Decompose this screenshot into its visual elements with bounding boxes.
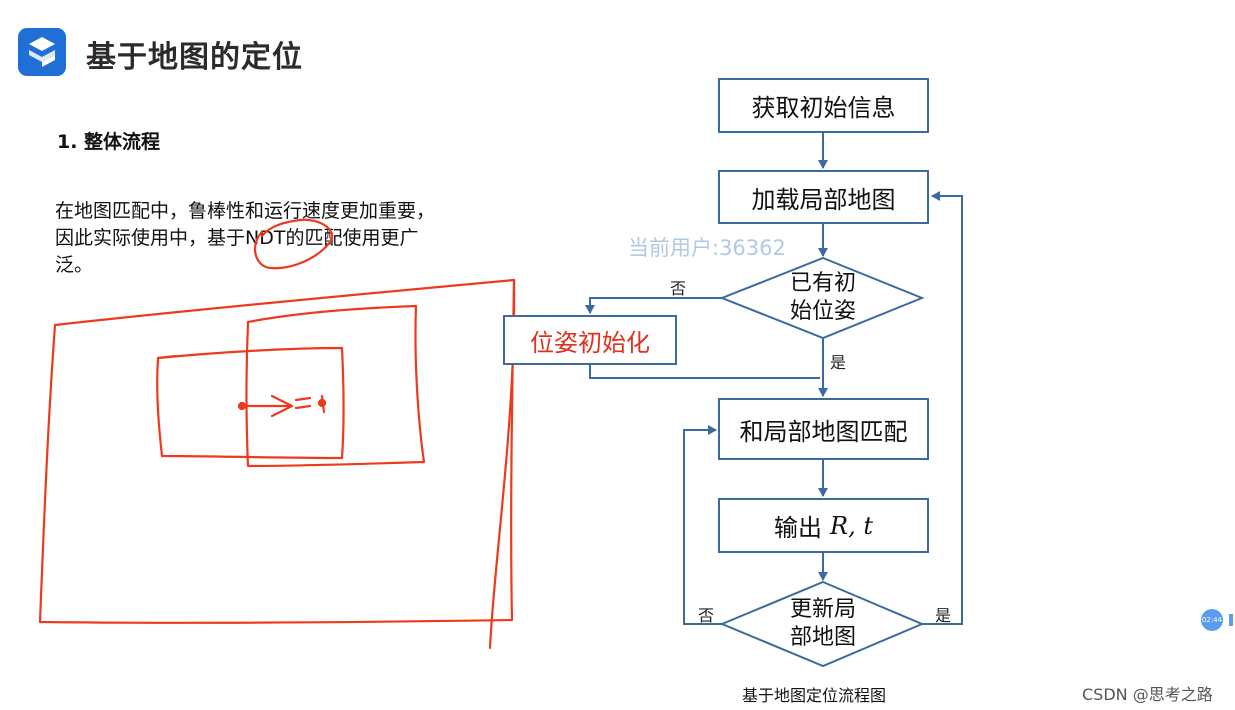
flowchart-caption: 基于地图定位流程图 (742, 686, 887, 705)
ink-circle (253, 218, 333, 270)
output-prefix: 输出 (774, 514, 822, 542)
decision-line: 部地图 (789, 625, 856, 650)
ink-inner-rect (156, 346, 345, 460)
source-credit: CSDN @思考之路 (1082, 685, 1213, 704)
decision-update-local-map (719, 580, 925, 668)
section-heading: 1. 整体流程 (57, 131, 161, 153)
pause-icon[interactable]: ❚❚ (1226, 612, 1235, 626)
output-vars: R, t (830, 511, 873, 540)
playback-timer[interactable]: 02:44 (1201, 609, 1223, 631)
paragraph-line: 泛。 (55, 254, 94, 276)
node-pose-initialization: 位姿初始化 (503, 315, 677, 365)
edge-update-no-loop (683, 425, 722, 625)
decision-line: 已有初 (789, 271, 856, 296)
ink-outer-rect (38, 278, 516, 624)
s-logo-icon (18, 28, 66, 76)
user-watermark: 当前用户:36362 (628, 236, 786, 260)
decision-has-initial-pose (719, 256, 925, 340)
decision-has-initial-pose-text: 已有初 始位姿 (773, 270, 873, 326)
ink-mid-rect (245, 304, 426, 468)
edge-update-yes-loop (922, 191, 963, 625)
decision-update-local-map-text: 更新局 部地图 (773, 596, 873, 652)
node-get-initial-info: 获取初始信息 (718, 78, 929, 133)
node-match-local-map: 和局部地图匹配 (718, 398, 929, 460)
label-no: 否 (670, 279, 687, 298)
label-yes: 是 (830, 353, 847, 372)
edge-no-to-init (585, 297, 722, 314)
page-title: 基于地图的定位 (86, 40, 303, 75)
decision-line: 更新局 (789, 597, 856, 622)
label-no: 否 (698, 606, 715, 625)
decision-line: 始位姿 (789, 299, 856, 324)
edge-init-to-match (589, 365, 820, 379)
label-yes: 是 (935, 606, 952, 625)
ink-arrow (238, 394, 312, 418)
node-output: 输出 R, t (718, 498, 929, 553)
paragraph-line: 在地图匹配中，鲁棒性和运行速度更加重要， (55, 200, 436, 222)
node-load-local-map: 加载局部地图 (718, 170, 929, 224)
